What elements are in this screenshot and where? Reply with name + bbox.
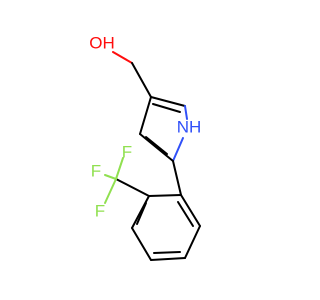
bond-c-f3 (104, 178, 117, 204)
molecule-structure: OH NH F F F (89, 33, 202, 261)
bond-pyrrole-c4-c3 (139, 96, 152, 135)
bond-c-f1 (115, 157, 124, 180)
bond-phenyl-c1-c2 (148, 194, 182, 197)
fluorine-label-top: F (122, 142, 132, 161)
bond-ch2-oh (112, 51, 133, 64)
bond-pyrrole-c3-c2 (150, 96, 186, 107)
bond-pyrrole-phenyl (172, 160, 182, 196)
bond-pyrrole-c2-n (184, 105, 188, 120)
bond-c-f2 (104, 174, 117, 180)
bond-pyrrole-c2-c2-double (152, 103, 181, 113)
oxygen-label: OH (89, 33, 115, 52)
bond-pyrrole-c5-c4-double (145, 136, 168, 155)
bond-phenyl-c5-c6 (184, 225, 201, 259)
bond-phenyl-c2-c3-double (136, 202, 147, 225)
bond-phenyl-c3-c4 (131, 227, 152, 261)
bond-phenyl-c4-c5 (150, 257, 186, 261)
bond-phenyl-c6-c1-double (177, 201, 194, 227)
fluorine-label-bottom: F (95, 201, 105, 220)
nitrogen-label: NH (177, 117, 202, 136)
bond-phenyl-cf3 (115, 178, 150, 197)
fluorine-label-left: F (91, 161, 101, 180)
bond-pyrrole-c5-c4 (139, 133, 174, 162)
bond-ring-ch2 (131, 62, 152, 98)
bond-phenyl-c6-c1 (180, 194, 201, 227)
bond-pyrrole-n-c5 (172, 137, 184, 162)
bond-phenyl-c2-c3 (131, 195, 150, 229)
bond-phenyl-c4-c5-double (153, 251, 181, 254)
